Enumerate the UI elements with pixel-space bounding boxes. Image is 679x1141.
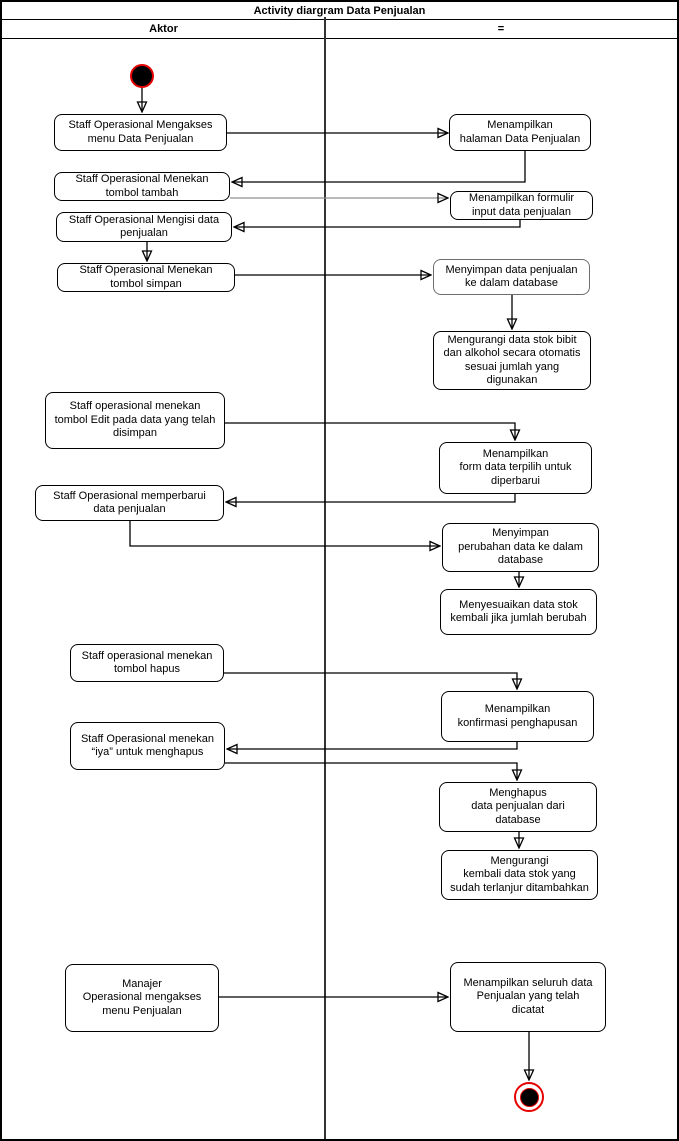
- edge-l8-to-r9: [225, 762, 517, 779]
- action-mengisi-data-penjualan: Staff Operasional Mengisi data penjualan: [56, 212, 232, 242]
- action-sesuaikan-stok: Menyesuaikan data stok kembali jika juml…: [440, 589, 597, 635]
- edge-l6-to-r6: [129, 521, 439, 546]
- action-simpan-perubahan: Menyimpan perubahan data ke dalam databa…: [442, 523, 599, 572]
- diagram-title: Activity diargram Data Penjualan: [2, 2, 677, 20]
- initial-node: [130, 64, 154, 88]
- edge-l7-to-r8: [224, 672, 517, 688]
- action-tampil-halaman-penjualan: Menampilkan halaman Data Penjualan: [449, 114, 591, 151]
- action-kurangi-kembali-stok: Mengurangi kembali data stok yang sudah …: [441, 850, 598, 900]
- action-akses-menu-data-penjualan: Staff Operasional Mengakses menu Data Pe…: [54, 114, 227, 151]
- edge-r1-to-l2: [233, 151, 526, 182]
- lane-divider: [324, 17, 326, 1139]
- lane-header-aktor: Aktor: [2, 21, 325, 39]
- action-manajer-akses-menu: Manajer Operasional mengakses menu Penju…: [65, 964, 219, 1032]
- edge-r2-to-l3: [235, 220, 521, 227]
- action-memperbarui-data: Staff Operasional memperbarui data penju…: [35, 485, 224, 521]
- action-hapus-data-penjualan: Menghapus data penjualan dari database: [439, 782, 597, 832]
- action-tekan-tombol-hapus: Staff operasional menekan tombol hapus: [70, 644, 224, 682]
- action-tampil-konfirmasi-hapus: Menampilkan konfirmasi penghapusan: [441, 691, 594, 742]
- action-tekan-tombol-simpan: Staff Operasional Menekan tombol simpan: [57, 263, 235, 292]
- edge-l5-to-r5: [225, 422, 515, 439]
- action-tampil-formulir-input: Menampilkan formulir input data penjuala…: [450, 191, 593, 220]
- lane-header-system: =: [325, 21, 677, 39]
- final-node-core: [519, 1087, 539, 1107]
- final-node: [514, 1082, 544, 1112]
- action-tampil-seluruh-data: Menampilkan seluruh data Penjualan yang …: [450, 962, 606, 1032]
- action-tekan-tombol-tambah: Staff Operasional Menekan tombol tambah: [54, 172, 230, 201]
- action-tampil-form-terpilih: Menampilkan form data terpilih untuk dip…: [439, 442, 592, 494]
- edge-r5-to-l6: [227, 494, 516, 502]
- action-tekan-iya-menghapus: Staff Operasional menekan “iya” untuk me…: [70, 722, 225, 770]
- action-tekan-tombol-edit: Staff operasional menekan tombol Edit pa…: [45, 392, 225, 449]
- action-kurangi-stok-otomatis: Mengurangi data stok bibit dan alkohol s…: [433, 331, 591, 390]
- action-simpan-data-database: Menyimpan data penjualan ke dalam databa…: [433, 259, 590, 295]
- edge-r8-to-l8: [228, 742, 518, 749]
